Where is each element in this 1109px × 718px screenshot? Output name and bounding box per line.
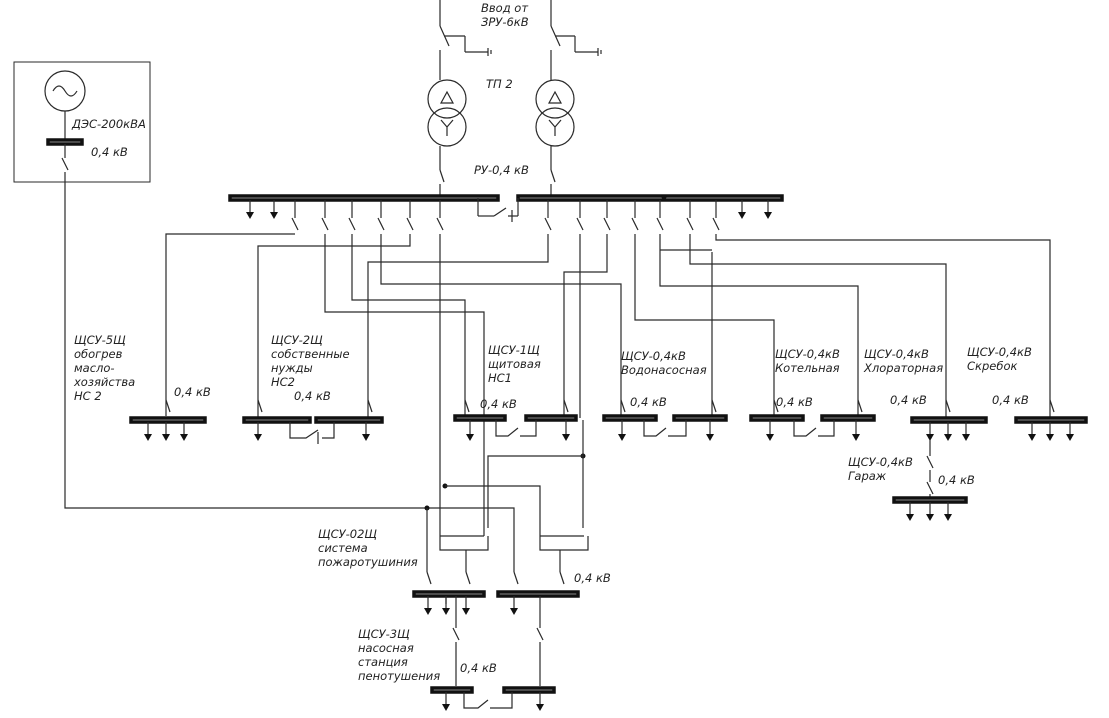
panel-scraper	[1014, 399, 1088, 441]
panel-garage	[892, 496, 968, 521]
des-label: ДЭС-200кВА	[71, 117, 146, 131]
boiler-label-2: Котельная	[775, 361, 840, 375]
shsu2-label-3: нужды	[271, 361, 313, 375]
boiler-label-1: ЩСУ-0,4кВ	[775, 347, 840, 361]
panel-shsu1	[453, 399, 578, 441]
shsu02-voltage: 0,4 кВ	[574, 571, 611, 585]
panel-shsu2	[242, 399, 384, 444]
chlor-label-1: ЩСУ-0,4кВ	[864, 347, 929, 361]
shsu2-label-2: собственные	[271, 347, 350, 361]
des-generator-block	[13, 61, 515, 572]
input-label-line1: Ввод от	[481, 1, 528, 15]
shsu3-voltage: 0,4 кВ	[460, 661, 497, 675]
panel-shsu5	[129, 399, 207, 441]
shsu3-label-2: насосная	[358, 641, 414, 655]
shsu02-label-1: ЩСУ-02Щ	[318, 527, 377, 541]
main-bus-feeders	[165, 200, 1051, 536]
panel-shsu3	[430, 686, 556, 711]
transformer-2	[535, 79, 575, 170]
water-voltage: 0,4 кВ	[630, 395, 667, 409]
shsu5-label-5: НС 2	[74, 389, 102, 403]
input-label-line2: ЗРУ-6кВ	[481, 15, 529, 29]
garage-label-2: Гараж	[848, 469, 887, 483]
transformer-1	[427, 79, 467, 170]
shsu5-label-4: хозяйства	[73, 375, 135, 389]
shsu02-label-2: система	[318, 541, 368, 555]
shsu2-label-1: ЩСУ-2Щ	[271, 333, 323, 347]
shsu5-voltage: 0,4 кВ	[174, 385, 211, 399]
shsu3-label-3: станция	[358, 655, 408, 669]
panel-water-pump	[602, 399, 728, 441]
shsu1-label-2: щитовая	[488, 357, 541, 371]
chlor-voltage: 0,4 кВ	[890, 393, 927, 407]
panel-shsu02	[412, 420, 589, 686]
shsu5-label-3: масло-	[74, 361, 115, 375]
scraper-label-2: Скребок	[967, 359, 1017, 373]
panel-boiler	[749, 399, 876, 441]
ru-label: РУ-0,4 кВ	[474, 163, 529, 177]
shsu5-label-2: обогрев	[74, 347, 123, 361]
water-label-2: Водонасосная	[621, 363, 707, 377]
shsu3-label-1: ЩСУ-3Щ	[358, 627, 410, 641]
shsu2-label-4: НС2	[271, 375, 295, 389]
boiler-voltage: 0,4 кВ	[776, 395, 813, 409]
main-bus-spare-feeders	[246, 200, 772, 219]
shsu1-voltage: 0,4 кВ	[480, 397, 517, 411]
shsu1-label-3: НС1	[488, 371, 512, 385]
water-label-1: ЩСУ-0,4кВ	[621, 349, 686, 363]
garage-label-1: ЩСУ-0,4кВ	[848, 455, 913, 469]
shsu1-label-1: ЩСУ-1Щ	[488, 343, 540, 357]
shsu5-label-1: ЩСУ-5Щ	[74, 333, 126, 347]
main-busbar	[228, 194, 784, 222]
labels: Ввод от ЗРУ-6кВ ТП 2 РУ-0,4 кВ ДЭС-200кВ…	[71, 1, 1032, 683]
tp-label: ТП 2	[486, 77, 513, 91]
shsu2-voltage: 0,4 кВ	[294, 389, 331, 403]
garage-voltage: 0,4 кВ	[938, 473, 975, 487]
scraper-voltage: 0,4 кВ	[992, 393, 1029, 407]
shsu02-label-3: пожаротушиния	[318, 555, 418, 569]
des-voltage-label: 0,4 кВ	[91, 145, 128, 159]
input-feeders	[439, 0, 602, 80]
scraper-label-1: ЩСУ-0,4кВ	[967, 345, 1032, 359]
chlor-label-2: Хлораторная	[863, 361, 943, 375]
panel-chlorination	[910, 399, 988, 498]
shsu3-label-4: пенотушения	[358, 669, 440, 683]
